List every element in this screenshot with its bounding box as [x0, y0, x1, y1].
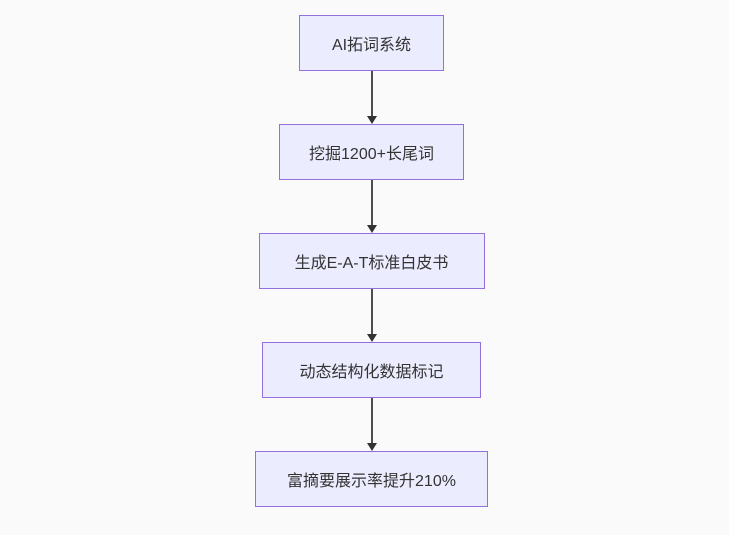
- arrow-head-icon: [366, 225, 377, 233]
- arrow-line: [370, 71, 373, 116]
- arrow-line: [370, 398, 373, 443]
- flow-node-4-label: 动态结构化数据标记: [299, 364, 444, 381]
- arrow-head-icon: [366, 443, 377, 451]
- flow-arrow-4: [366, 398, 377, 451]
- arrow-head-icon: [366, 116, 377, 124]
- flow-node-3: 生成E-A-T标准白皮书: [258, 233, 485, 289]
- flow-node-4: 动态结构化数据标记: [262, 342, 481, 398]
- flow-arrow-1: [366, 71, 377, 124]
- flow-node-5: 富摘要展示率提升210%: [255, 451, 488, 507]
- arrow-line: [370, 180, 373, 225]
- flowchart: AI拓词系统 挖掘1200+长尾词 生成E-A-T标准白皮书 动态结构化数据标记: [7, 15, 729, 507]
- arrow-head-icon: [366, 334, 377, 342]
- arrow-line: [370, 289, 373, 334]
- flow-node-2-label: 挖掘1200+长尾词: [309, 146, 434, 163]
- flow-node-3-label: 生成E-A-T标准白皮书: [294, 255, 449, 272]
- flow-arrow-2: [366, 180, 377, 233]
- flow-node-1-label: AI拓词系统: [331, 37, 412, 54]
- flow-node-5-label: 富摘要展示率提升210%: [287, 473, 456, 490]
- flow-arrow-3: [366, 289, 377, 342]
- flow-node-2: 挖掘1200+长尾词: [279, 124, 464, 180]
- flow-node-1: AI拓词系统: [299, 15, 444, 71]
